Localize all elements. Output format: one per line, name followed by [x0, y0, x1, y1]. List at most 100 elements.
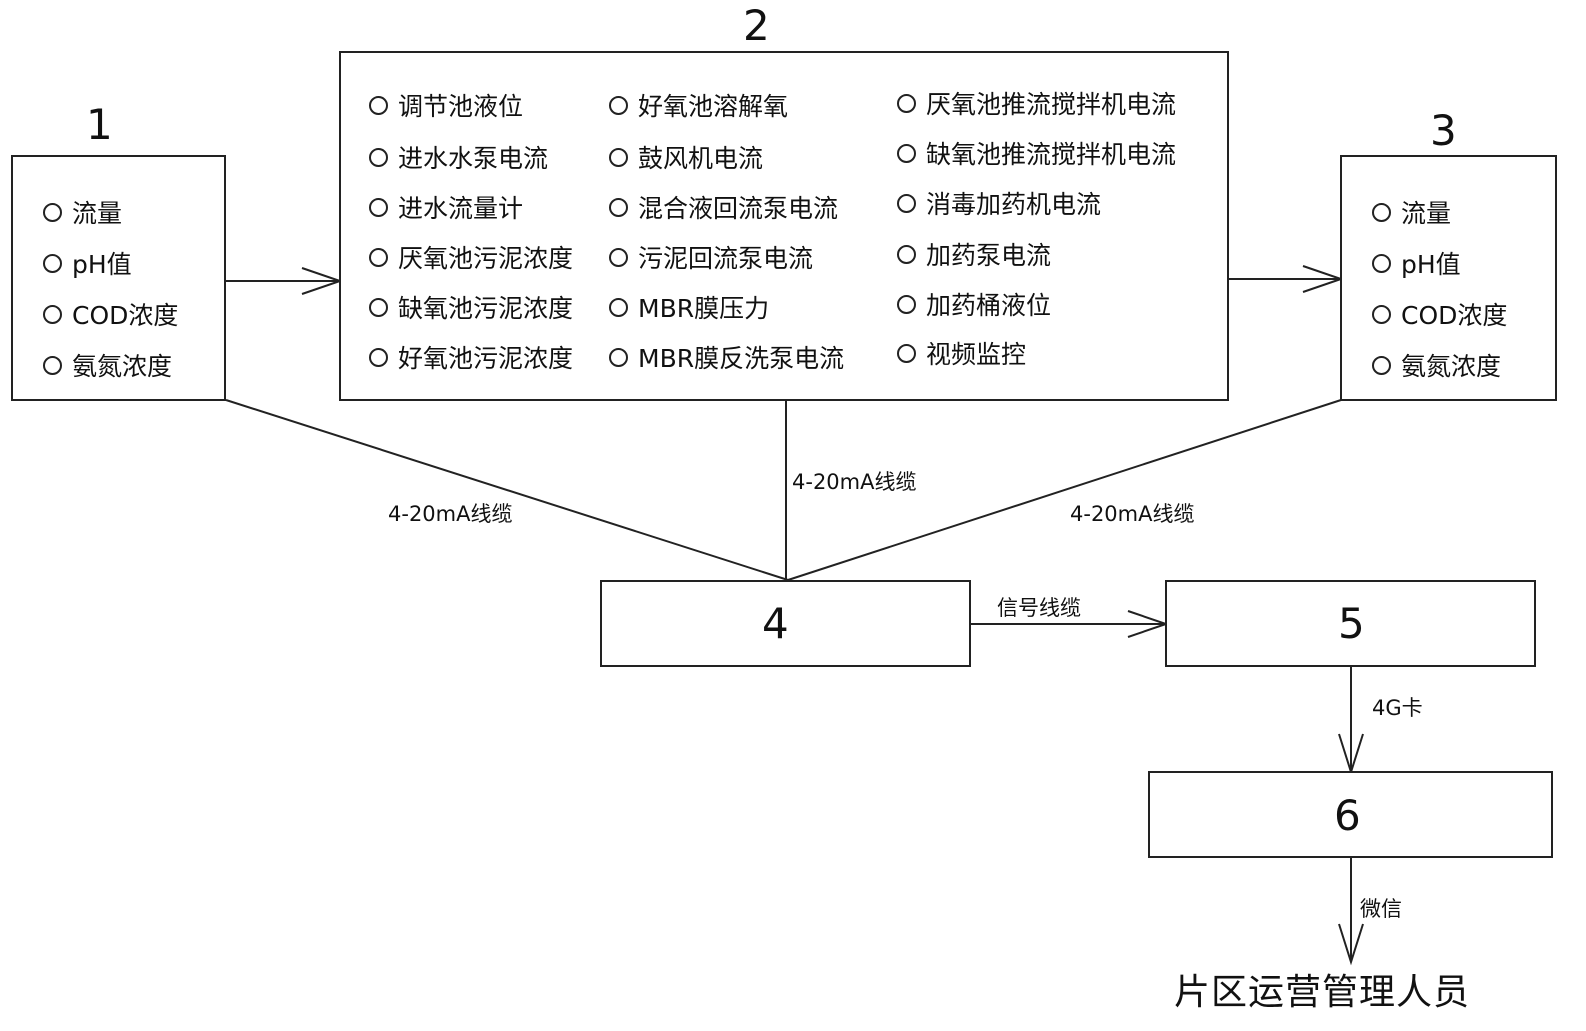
box2-col2-item: 鼓风机电流	[609, 139, 763, 175]
circle-icon	[897, 143, 916, 163]
box3-item: pH值	[1372, 245, 1461, 281]
circle-icon	[609, 147, 628, 167]
final-target-label: 片区运营管理人员	[1174, 972, 1471, 1013]
box2-item-label: 好氧池溶解氧	[638, 92, 789, 121]
box2-col2-item: 好氧池溶解氧	[609, 87, 788, 123]
box2-item-label: 加药泵电流	[926, 241, 1052, 270]
right-cable-label: 4-20mA线缆	[1070, 502, 1195, 526]
box2-col2-item: 混合液回流泵电流	[609, 189, 838, 225]
circle-icon	[897, 294, 916, 314]
box1-number: 1	[86, 100, 113, 149]
box2-item-label: 进水水泵电流	[398, 144, 549, 173]
box3-outlet-monitor: 流量 pH值 COD浓度 氨氮浓度	[1340, 155, 1557, 401]
circle-icon	[43, 304, 62, 324]
circle-icon	[897, 93, 916, 113]
box3-item: 氨氮浓度	[1372, 347, 1501, 383]
box6-number: 6	[1334, 791, 1361, 840]
box2-col3-item: 消毒加药机电流	[897, 185, 1101, 221]
box1-item: 流量	[43, 194, 122, 230]
box2-item-label: 厌氧池污泥浓度	[398, 244, 574, 273]
box3-number: 3	[1430, 106, 1457, 155]
box5-number: 5	[1338, 599, 1365, 648]
arrow-6-to-managers-head	[1338, 923, 1364, 966]
box2-item-label: 加药桶液位	[926, 291, 1052, 320]
circle-icon	[609, 347, 628, 367]
box2-col1-item: 进水流量计	[369, 189, 523, 225]
circle-icon	[369, 95, 388, 115]
signal-cable-label: 信号线缆	[997, 596, 1081, 620]
circle-icon	[369, 147, 388, 167]
circle-icon	[609, 247, 628, 267]
circle-icon	[369, 197, 388, 217]
box2-col1-item: 缺氧池污泥浓度	[369, 289, 573, 325]
wire-3-to-4	[787, 399, 1342, 581]
circle-icon	[43, 355, 62, 375]
box1-item: 氨氮浓度	[43, 347, 172, 383]
circle-icon	[609, 297, 628, 317]
circle-icon	[1372, 304, 1391, 324]
circle-icon	[1372, 355, 1391, 375]
box1-item-label: pH值	[72, 250, 132, 279]
box2-item-label: 缺氧池污泥浓度	[398, 294, 574, 323]
box2-item-label: 厌氧池推流搅拌机电流	[926, 90, 1177, 119]
middle-cable-label: 4-20mA线缆	[792, 470, 917, 494]
circle-icon	[1372, 253, 1391, 273]
wire-1-to-4	[225, 399, 789, 581]
circle-icon	[369, 347, 388, 367]
circle-icon	[609, 197, 628, 217]
box2-col3-item: 缺氧池推流搅拌机电流	[897, 135, 1176, 171]
box2-col3-item: 厌氧池推流搅拌机电流	[897, 85, 1176, 121]
box1-item-label: 氨氮浓度	[72, 352, 173, 381]
box2-item-label: MBR膜反洗泵电流	[638, 344, 845, 373]
box2-col2-item: MBR膜压力	[609, 289, 769, 325]
box2-col3-item: 加药桶液位	[897, 286, 1051, 322]
box2-item-label: 进水流量计	[398, 194, 524, 223]
box2-item-label: 混合液回流泵电流	[638, 194, 839, 223]
circle-icon	[1372, 202, 1391, 222]
circle-icon	[897, 193, 916, 213]
box1-inlet-monitor: 流量 pH值 COD浓度 氨氮浓度	[11, 155, 226, 401]
box1-item-label: COD浓度	[72, 301, 179, 330]
box2-col1-item: 厌氧池污泥浓度	[369, 239, 573, 275]
box1-item-label: 流量	[72, 199, 123, 228]
box2-item-label: 缺氧池推流搅拌机电流	[926, 140, 1177, 169]
box2-process-monitor: 调节池液位 进水水泵电流 进水流量计 厌氧池污泥浓度 缺氧池污泥浓度 好氧池污泥…	[339, 51, 1229, 401]
wechat-label: 微信	[1360, 897, 1402, 921]
box6-platform: 6	[1148, 771, 1553, 858]
box1-item: pH值	[43, 245, 132, 281]
box2-col3-item: 加药泵电流	[897, 236, 1051, 272]
box2-item-label: 调节池液位	[398, 92, 524, 121]
box2-col1-item: 调节池液位	[369, 87, 523, 123]
box1-item: COD浓度	[43, 296, 178, 332]
box2-col2-item: 污泥回流泵电流	[609, 239, 813, 275]
box2-item-label: 好氧池污泥浓度	[398, 344, 574, 373]
circle-icon	[897, 343, 916, 363]
box2-number: 2	[743, 1, 770, 50]
box4-controller: 4	[600, 580, 971, 667]
box2-item-label: 消毒加药机电流	[926, 190, 1102, 219]
box2-item-label: MBR膜压力	[638, 294, 770, 323]
box2-item-label: 视频监控	[926, 340, 1027, 369]
4g-card-label: 4G卡	[1372, 696, 1423, 720]
box3-item-label: COD浓度	[1401, 301, 1508, 330]
box2-item-label: 鼓风机电流	[638, 144, 764, 173]
circle-icon	[43, 253, 62, 273]
circle-icon	[609, 95, 628, 115]
circle-icon	[897, 244, 916, 264]
circle-icon	[369, 247, 388, 267]
box3-item-label: pH值	[1401, 250, 1461, 279]
box4-number: 4	[762, 599, 789, 648]
box2-col1-item: 进水水泵电流	[369, 139, 548, 175]
left-cable-label: 4-20mA线缆	[388, 502, 513, 526]
box2-item-label: 污泥回流泵电流	[638, 244, 814, 273]
circle-icon	[369, 297, 388, 317]
box2-col3-item: 视频监控	[897, 335, 1026, 371]
box5-transmitter: 5	[1165, 580, 1536, 667]
circle-icon	[43, 202, 62, 222]
box3-item: COD浓度	[1372, 296, 1507, 332]
box3-item: 流量	[1372, 194, 1451, 230]
box2-col2-item: MBR膜反洗泵电流	[609, 339, 844, 375]
box2-col1-item: 好氧池污泥浓度	[369, 339, 573, 375]
box3-item-label: 流量	[1401, 199, 1452, 228]
